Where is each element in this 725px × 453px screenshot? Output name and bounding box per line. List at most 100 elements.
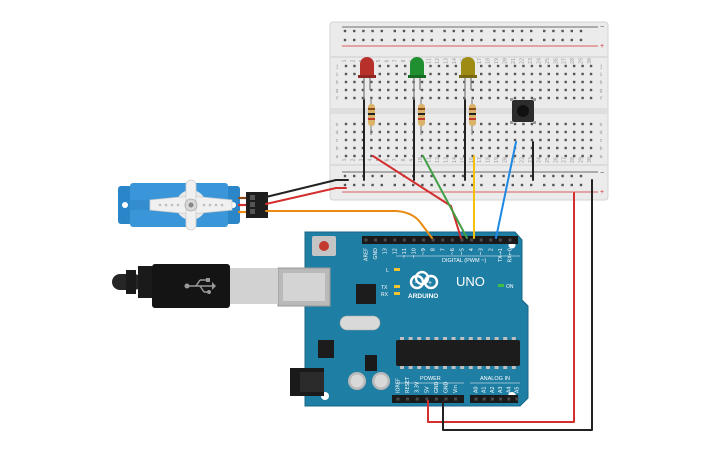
header-hole[interactable] [508,238,512,242]
breadboard-hole[interactable] [581,130,584,134]
breadboard-hole[interactable] [513,88,517,92]
header-hole[interactable] [454,397,458,401]
breadboard-hole[interactable] [395,72,398,76]
breadboard-hole[interactable] [402,29,406,33]
breadboard-hole[interactable] [370,146,373,150]
breadboard-hole[interactable] [520,183,524,187]
breadboard-hole[interactable] [572,130,576,134]
header-hole[interactable] [444,397,448,401]
breadboard-hole[interactable] [403,96,407,100]
breadboard-hole[interactable] [471,154,474,158]
breadboard-hole[interactable] [502,174,505,178]
breadboard-hole[interactable] [403,130,407,134]
breadboard-hole[interactable] [412,29,415,33]
breadboard-hole[interactable] [454,154,458,158]
breadboard-hole[interactable] [378,96,381,100]
breadboard-hole[interactable] [454,138,458,142]
breadboard-hole[interactable] [547,80,550,84]
breadboard-hole[interactable] [511,29,514,33]
breadboard-hole[interactable] [471,183,474,187]
breadboard-hole[interactable] [539,88,542,92]
header-hole[interactable] [393,238,397,242]
breadboard-hole[interactable] [513,64,517,68]
breadboard-hole[interactable] [572,146,576,150]
breadboard-hole[interactable] [589,122,593,126]
breadboard-hole[interactable] [343,183,347,187]
breadboard-hole[interactable] [393,183,396,187]
breadboard-hole[interactable] [522,154,525,158]
breadboard-hole[interactable] [452,183,455,187]
breadboard-hole[interactable] [454,130,458,134]
breadboard-hole[interactable] [520,29,524,33]
breadboard-hole[interactable] [572,122,576,126]
breadboard-hole[interactable] [564,154,567,158]
breadboard-hole[interactable] [393,29,396,33]
breadboard-hole[interactable] [556,64,559,68]
breadboard-hole[interactable] [437,88,441,92]
breadboard-hole[interactable] [496,80,500,84]
breadboard-hole[interactable] [493,38,496,42]
header-hole[interactable] [441,238,445,242]
breadboard-hole[interactable] [403,80,407,84]
breadboard-hole[interactable] [547,96,550,100]
breadboard-hole[interactable] [496,88,500,92]
breadboard-hole[interactable] [437,72,441,76]
breadboard-hole[interactable] [530,88,534,92]
breadboard-hole[interactable] [454,122,458,126]
dc-power-jack[interactable] [290,368,324,396]
resistor-3[interactable] [469,98,476,135]
header-hole[interactable] [402,238,406,242]
breadboard-hole[interactable] [387,138,390,142]
breadboard-hole[interactable] [344,154,348,158]
servo-connector[interactable] [246,192,268,218]
breadboard-hole[interactable] [530,80,534,84]
breadboard-hole[interactable] [513,80,517,84]
breadboard-hole[interactable] [511,183,514,187]
breadboard-hole[interactable] [502,183,505,187]
breadboard-hole[interactable] [353,122,356,126]
breadboard-hole[interactable] [522,88,525,92]
breadboard-hole[interactable] [480,64,483,68]
breadboard-hole[interactable] [488,72,491,76]
breadboard-hole[interactable] [402,38,406,42]
breadboard-hole[interactable] [387,88,390,92]
breadboard-hole[interactable] [429,88,432,92]
breadboard-hole[interactable] [480,80,483,84]
breadboard-hole[interactable] [570,174,573,178]
breadboard-hole[interactable] [380,29,383,33]
breadboard-hole[interactable] [561,174,564,178]
breadboard-hole[interactable] [361,80,365,84]
breadboard-hole[interactable] [353,146,356,150]
breadboard-hole[interactable] [446,130,449,134]
breadboard-hole[interactable] [344,146,348,150]
breadboard-hole[interactable] [344,80,348,84]
breadboard-hole[interactable] [493,174,496,178]
breadboard-hole[interactable] [387,72,390,76]
breadboard-hole[interactable] [361,96,365,100]
breadboard-hole[interactable] [430,29,433,33]
breadboard-hole[interactable] [530,96,534,100]
breadboard-hole[interactable] [378,154,381,158]
breadboard-hole[interactable] [353,130,356,134]
breadboard-hole[interactable] [378,146,381,150]
breadboard-hole[interactable] [454,72,458,76]
breadboard-hole[interactable] [530,183,533,187]
header-hole[interactable] [396,397,400,401]
header-hole[interactable] [434,397,438,401]
breadboard-hole[interactable] [496,72,500,76]
breadboard-hole[interactable] [471,38,474,42]
breadboard-hole[interactable] [488,130,491,134]
breadboard-hole[interactable] [480,122,483,126]
breadboard-hole[interactable] [589,154,593,158]
breadboard-hole[interactable] [395,88,398,92]
breadboard-hole[interactable] [502,38,505,42]
breadboard-hole[interactable] [530,130,534,134]
breadboard-hole[interactable] [361,154,365,158]
breadboard-hole[interactable] [344,88,348,92]
breadboard-hole[interactable] [496,146,500,150]
breadboard-hole[interactable] [570,183,573,187]
breadboard-hole[interactable] [564,80,567,84]
breadboard-hole[interactable] [361,130,365,134]
header-hole[interactable] [412,238,416,242]
breadboard-hole[interactable] [370,154,373,158]
